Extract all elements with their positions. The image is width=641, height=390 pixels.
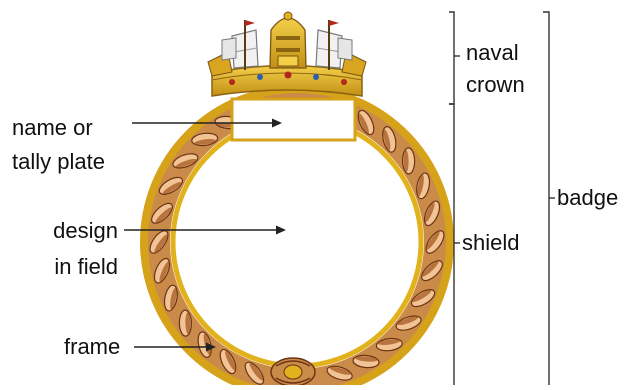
label-design: design in field <box>30 222 118 282</box>
label-naval-crown: naval crown <box>466 38 525 100</box>
label-name-plate-line2: tally plate <box>12 147 105 177</box>
label-naval-crown-line1: naval <box>466 38 525 68</box>
label-badge-text: badge <box>557 183 618 213</box>
frame-knot-icon <box>271 358 315 385</box>
label-badge: badge <box>557 183 618 213</box>
label-shield-text: shield <box>462 228 519 258</box>
bracket-badge <box>543 12 555 385</box>
label-frame-text: frame <box>64 332 120 362</box>
label-frame: frame <box>64 332 120 362</box>
label-shield: shield <box>462 228 519 258</box>
tally-plate <box>232 99 355 140</box>
label-design-line1: design <box>30 216 118 246</box>
label-naval-crown-line2: crown <box>466 70 525 100</box>
label-name-plate-line1: name or <box>12 113 93 143</box>
label-name-plate: name or <box>12 113 93 143</box>
design-field <box>176 121 418 363</box>
bracket-naval-crown <box>449 12 460 104</box>
label-design-line2: in field <box>30 252 118 282</box>
label-tally-plate: tally plate <box>12 147 105 177</box>
naval-crown-icon <box>208 12 366 96</box>
